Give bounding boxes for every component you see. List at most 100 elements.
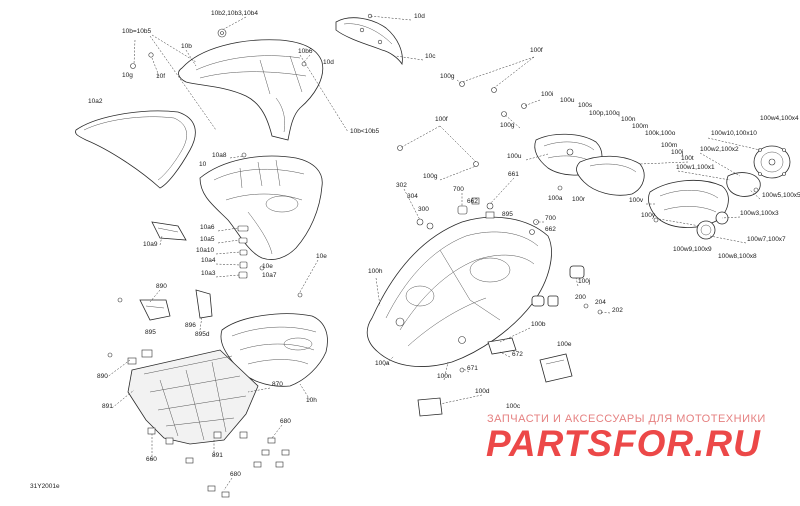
part-callout: 672 — [512, 351, 523, 358]
part-callout: 870 — [272, 381, 283, 388]
part-callout: 10b<10b5 — [350, 128, 379, 135]
part-callout: 10d — [323, 59, 334, 66]
part-callout: 895d — [195, 331, 210, 338]
part-callout: 100e — [557, 341, 572, 348]
part-callout: 10a7 — [262, 272, 277, 279]
part-callout: 100h — [368, 268, 383, 275]
part-callout: 10a6 — [200, 224, 215, 231]
part-callout: 100j — [578, 278, 590, 285]
part-callout: 10e — [316, 253, 327, 260]
part-callout: 891 — [102, 403, 113, 410]
part-callout: 895 — [145, 329, 156, 336]
part-callout: 302 — [396, 182, 407, 189]
part-callout: 100n — [437, 373, 452, 380]
part-callout: 100i — [541, 91, 553, 98]
part-callout: 660 — [146, 456, 157, 463]
headlight-unit-100w4 — [753, 145, 791, 179]
front-fascia-100a — [366, 216, 552, 367]
part-callout: 100f — [530, 47, 543, 54]
cover-panel-100e — [539, 353, 573, 383]
part-callout: 10e — [262, 263, 273, 270]
part-callout: 896 — [185, 322, 196, 329]
part-callout: 10a3 — [201, 270, 216, 277]
part-callout: 10h — [306, 397, 317, 404]
part-callout: 890 — [97, 373, 108, 380]
part-callout: 662 — [545, 226, 556, 233]
part-callout: 700 — [453, 186, 464, 193]
part-callout: 891 — [212, 452, 223, 459]
part-callout: 661 — [508, 171, 519, 178]
part-callout: 100g — [440, 73, 455, 80]
trim-piece-10d — [335, 13, 403, 66]
part-callout: 10a9 — [143, 241, 158, 248]
part-callout: 100k,100o — [645, 130, 676, 137]
part-callout: 304 — [407, 193, 418, 200]
part-callout: 100w7,100x7 — [747, 236, 786, 243]
part-callout: 10b6 — [298, 48, 313, 55]
small-plate-100d — [417, 367, 465, 417]
part-callout: 100a — [375, 360, 390, 367]
part-callout: 662 — [467, 198, 478, 205]
part-callout: 100t — [681, 155, 694, 162]
part-callout: 671 — [467, 365, 478, 372]
part-callout: 100g — [500, 122, 515, 129]
figure-code: 31Y2001e — [30, 483, 60, 490]
part-callout: 100w5,100x5 — [762, 192, 800, 199]
part-callout: 100w10,100x10 — [711, 130, 757, 137]
main-console-10 — [199, 152, 323, 260]
part-callout: 100r — [572, 196, 586, 203]
part-callout: 10c — [425, 53, 436, 60]
part-callout: 100n — [621, 116, 636, 123]
part-callout: 100m — [661, 142, 677, 149]
part-callout: 10a4 — [201, 257, 216, 264]
part-callout: 100w3,100x3 — [740, 210, 779, 217]
part-callout: 100u — [560, 97, 575, 104]
part-callout: 100w8,100x8 — [718, 253, 757, 260]
side-bracket-100v — [648, 180, 729, 228]
part-callout: 100y — [641, 212, 656, 219]
bracket-cluster-890 — [139, 289, 213, 321]
part-callout: 100j — [671, 149, 683, 156]
part-callout: 10a8 — [212, 152, 227, 159]
part-callout: 10a2 — [88, 98, 103, 105]
part-callout: 100w2,100x2 — [700, 146, 739, 153]
upper-fairing-10b — [130, 28, 324, 141]
part-callout: 700 — [545, 215, 556, 222]
part-callout: 10 — [199, 161, 207, 168]
watermark-tagline: ЗАПЧАСТИ И АКСЕССУАРЫ ДЛЯ МОТОТЕХНИКИ — [487, 413, 766, 425]
part-callout: 100s — [578, 102, 593, 109]
part-callout: 100m — [632, 123, 648, 130]
part-callout: 100f — [435, 116, 448, 123]
part-callout: 10d — [414, 13, 425, 20]
connector-100w1 — [726, 172, 761, 197]
part-callout: 680 — [230, 471, 241, 478]
part-callout: 10a5 — [200, 236, 215, 243]
light-housing-100r — [557, 155, 645, 196]
fastener-group-680 — [185, 437, 290, 498]
part-callout: 895 — [502, 211, 513, 218]
leader-lines — [105, 15, 761, 491]
part-callout: 100w1,100x1 — [676, 164, 715, 171]
part-callout: 100a — [548, 195, 563, 202]
cylindrical-parts-200 — [531, 265, 603, 315]
part-callout: 890 — [156, 283, 167, 290]
part-callout: 10f — [156, 73, 165, 80]
bracket-10a9 — [151, 221, 187, 241]
part-callout: 100g — [423, 173, 438, 180]
part-callout: 100u — [507, 153, 522, 160]
part-callout: 204 — [595, 299, 606, 306]
latch-100b — [487, 337, 517, 355]
fastener-stack — [107, 225, 303, 358]
windshield-10a2 — [75, 110, 196, 189]
part-callout: 100w4,100x4 — [760, 115, 799, 122]
part-callout: 10b=10b5 — [122, 28, 151, 35]
part-callout: 680 — [280, 418, 291, 425]
part-callout: 100d — [475, 388, 490, 395]
part-callout: 100w9,100x9 — [673, 246, 712, 253]
part-callout: 10a10 — [196, 247, 214, 254]
part-callout: 100c — [506, 403, 521, 410]
part-callout: 100v — [629, 197, 644, 204]
part-callout: 300 — [418, 206, 429, 213]
part-callout: 100b — [531, 321, 546, 328]
